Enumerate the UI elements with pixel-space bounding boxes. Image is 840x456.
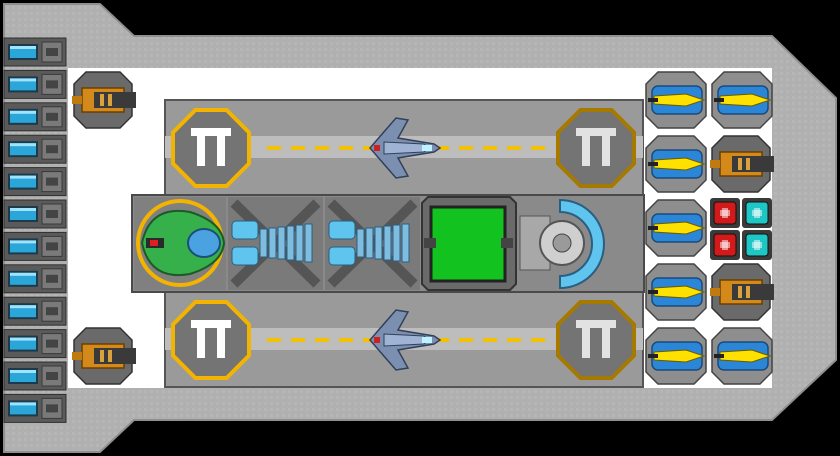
missile-launcher-icon[interactable] [645, 199, 707, 257]
runway-dash [459, 146, 473, 150]
battery-cell-icon[interactable] [3, 231, 67, 261]
runway-dash [435, 338, 449, 342]
runway-dash [315, 338, 329, 342]
battery-cell-icon[interactable] [3, 393, 67, 423]
battery-cell-icon[interactable] [3, 102, 67, 132]
missile-launcher-icon[interactable] [645, 327, 707, 385]
runway-dash [339, 338, 353, 342]
runway-dash [291, 146, 305, 150]
battery-cell-icon[interactable] [3, 329, 67, 359]
teal-module-icon[interactable] [742, 230, 772, 260]
battery-cell-icon[interactable] [3, 37, 67, 67]
red-module-icon[interactable] [710, 198, 740, 228]
fighter-craft-icon[interactable] [369, 309, 442, 371]
battery-cell-icon[interactable] [3, 296, 67, 326]
battery-cell-icon[interactable] [3, 134, 67, 164]
runway-dash [531, 338, 545, 342]
battery-cell-icon[interactable] [3, 199, 67, 229]
runway-dash [267, 338, 281, 342]
thruster-icon[interactable] [325, 197, 420, 290]
hangar-bay[interactable] [164, 291, 644, 388]
runway-dash [435, 146, 449, 150]
missile-launcher-icon[interactable] [711, 71, 773, 129]
red-module-icon[interactable] [710, 230, 740, 260]
runway-dash [507, 338, 521, 342]
hangar-bay[interactable] [164, 99, 644, 196]
landing-pad-icon[interactable] [556, 300, 636, 380]
cockpit-icon[interactable] [134, 197, 226, 290]
missile-launcher-icon[interactable] [645, 263, 707, 321]
teal-module-icon[interactable] [742, 198, 772, 228]
missile-launcher-icon[interactable] [645, 135, 707, 193]
autocannon-turret-icon[interactable] [72, 327, 136, 385]
shield-generator-icon[interactable] [518, 197, 608, 290]
runway-dash [315, 146, 329, 150]
missile-launcher-icon[interactable] [645, 71, 707, 129]
battery-cell-icon[interactable] [3, 264, 67, 294]
runway-dash [339, 146, 353, 150]
battery-cell-icon[interactable] [3, 361, 67, 391]
runway-dash [531, 146, 545, 150]
reactor-icon[interactable] [421, 196, 517, 291]
autocannon-turret-icon[interactable] [72, 71, 136, 129]
runway-dash [507, 146, 521, 150]
runway-dash [291, 338, 305, 342]
thruster-icon[interactable] [228, 197, 323, 290]
runway-dash [459, 338, 473, 342]
autocannon-turret-icon[interactable] [710, 135, 774, 193]
landing-pad-icon[interactable] [556, 108, 636, 188]
autocannon-turret-icon[interactable] [710, 263, 774, 321]
battery-cell-icon[interactable] [3, 69, 67, 99]
landing-pad-icon[interactable] [171, 300, 251, 380]
landing-pad-icon[interactable] [171, 108, 251, 188]
missile-launcher-icon[interactable] [711, 327, 773, 385]
battery-cell-icon[interactable] [3, 167, 67, 197]
fighter-craft-icon[interactable] [369, 117, 442, 179]
runway-dash [267, 146, 281, 150]
runway-dash [483, 338, 497, 342]
runway-dash [483, 146, 497, 150]
